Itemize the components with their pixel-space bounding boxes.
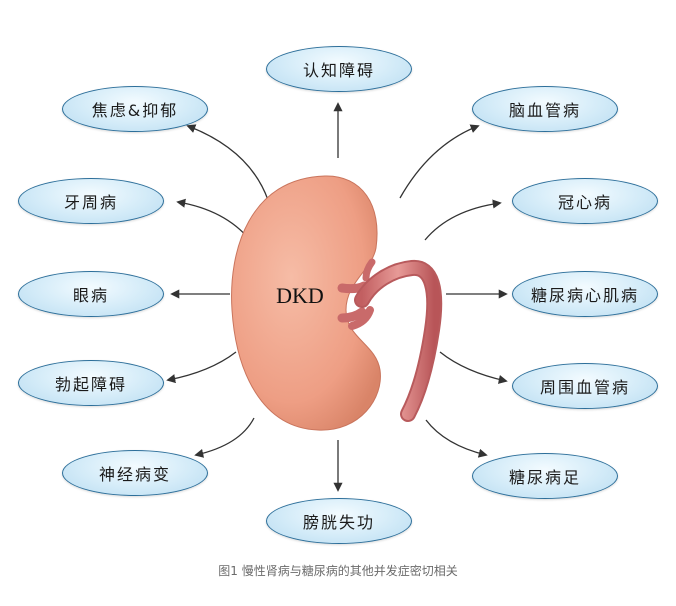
figure-caption: 图1 慢性肾病与糖尿病的其他并发症密切相关 — [218, 564, 458, 578]
node-diabetic-cardiomyopathy: 糖尿病心肌病 — [512, 271, 658, 317]
arrow-coronary — [424, 199, 502, 241]
arrow-erectile — [166, 351, 237, 384]
arrows — [166, 102, 508, 492]
center-label: DKD — [276, 283, 324, 308]
arrow-cerebrovascular — [399, 124, 480, 199]
node-coronary-disease: 冠心病 — [512, 178, 658, 224]
arrow-anxiety — [186, 124, 269, 201]
node-anxiety-depression: 焦虑&抑郁 — [62, 86, 208, 132]
arrow-periodontal — [176, 198, 251, 241]
node-bladder-dysfunction: 膀胱失功 — [266, 498, 412, 544]
node-peripheral-vascular-disease: 周围血管病 — [512, 363, 658, 409]
node-eye-disease: 眼病 — [18, 271, 164, 317]
node-periodontal-disease: 牙周病 — [18, 178, 164, 224]
node-cognitive-impairment: 认知障碍 — [266, 46, 412, 92]
arrow-diabetic-foot — [425, 419, 488, 458]
node-diabetic-foot: 糖尿病足 — [472, 453, 618, 499]
ureter — [337, 258, 443, 422]
arrow-neuropathy — [194, 417, 255, 458]
arrow-peripheral — [439, 351, 508, 384]
diagram-canvas: DKD — [166, 102, 508, 492]
node-erectile-dysfunction: 勃起障碍 — [18, 360, 164, 406]
kidney-shape — [231, 175, 381, 431]
node-neuropathy: 神经病变 — [62, 450, 208, 496]
node-cerebrovascular-disease: 脑血管病 — [472, 86, 618, 132]
